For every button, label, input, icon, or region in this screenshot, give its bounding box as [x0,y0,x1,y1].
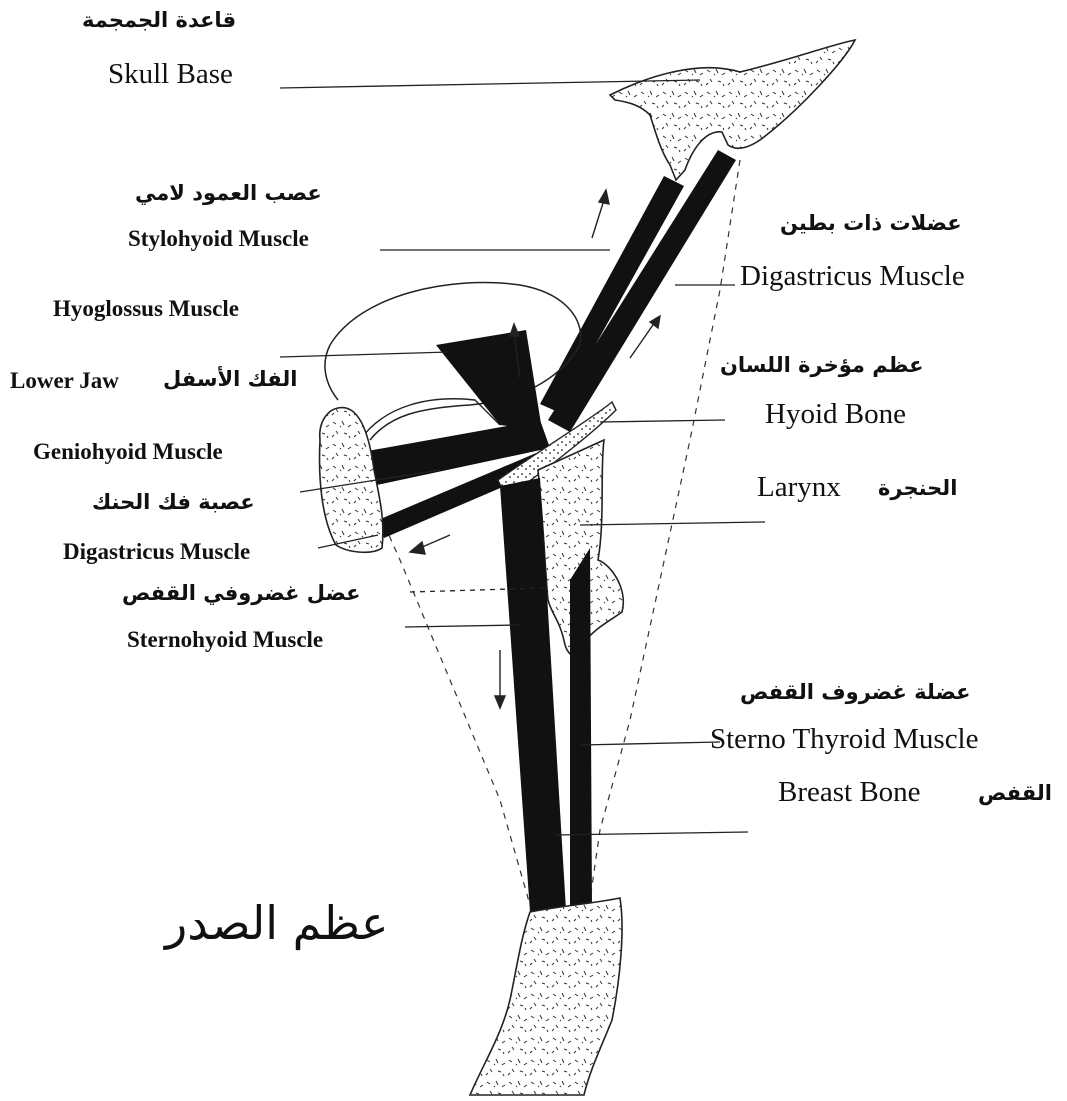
lower-jaw-label: Lower Jaw [10,369,119,392]
chest-bone-ar-label: عظم الصدر [165,900,388,946]
sternothyroid-band [570,548,592,910]
jaw-ligament-ar-label: عصبة فك الحنك [92,492,255,513]
lower-jaw-ar-label: الفك الأسفل [163,369,297,390]
hyoglossus-label: Hyoglossus Muscle [53,297,239,320]
digastricus-label: Digastricus Muscle [740,262,965,291]
digastricus-left-label: Digastricus Muscle [63,540,250,563]
hyoid-ar-label: عظم مؤخرة اللسان [720,355,924,376]
hyoglossus-shape [436,330,542,430]
cricoid-muscle-ar-label: عضل غضروفي القفص [122,583,361,604]
breast-bone-label: Breast Bone [778,778,921,807]
larynx-ar-label: الحنجرة [878,478,957,499]
stylohyoid-band [540,176,684,412]
stylohyoid-label: Stylohyoid Muscle [128,227,309,250]
digastric-band [548,150,736,432]
digastricus-ar-label: عضلات ذات بطين [780,213,962,234]
breast-bone-ar-label: القفص [978,783,1052,804]
larynx-label: Larynx [757,473,841,502]
skull-base-ar-label: قاعدة الجمجمة [82,10,236,31]
sternohyoid-label: Sternohyoid Muscle [127,628,323,651]
geniohyoid-label: Geniohyoid Muscle [33,440,223,463]
sternothyroid-ar-label: عضلة غضروف القفص [740,682,970,703]
sternothyroid-label: Sterno Thyroid Muscle [710,725,979,754]
stylohyoid-ar-label: عصب العمود لامي [135,183,322,204]
skull-base-label: Skull Base [108,60,233,89]
hyoid-label: Hyoid Bone [765,400,906,429]
sternum [470,898,622,1095]
